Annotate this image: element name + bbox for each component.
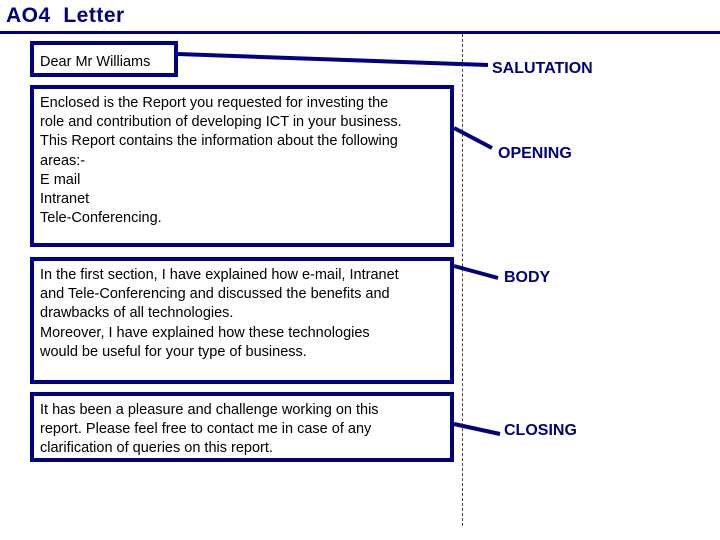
salutation-box: Dear Mr Williams <box>30 41 178 77</box>
title-underline <box>0 31 720 34</box>
connector-closing <box>453 422 501 436</box>
opening-label: OPENING <box>498 145 572 162</box>
connector-opening <box>453 126 493 150</box>
connector-salutation <box>177 52 489 67</box>
column-divider <box>462 34 463 526</box>
salutation-text: Dear Mr Williams <box>40 54 151 70</box>
connector-body <box>453 264 499 280</box>
body-box: In the first section, I have explained h… <box>30 257 454 384</box>
closing-text: It has been a pleasure and challenge wor… <box>40 402 379 457</box>
closing-label: CLOSING <box>504 422 577 439</box>
page-title: AO4 Letter <box>6 4 125 27</box>
salutation-label: SALUTATION <box>492 60 593 77</box>
closing-box: It has been a pleasure and challenge wor… <box>30 392 454 462</box>
body-label: BODY <box>504 269 551 286</box>
body-text: In the first section, I have explained h… <box>40 267 399 360</box>
opening-box: Enclosed is the Report you requested for… <box>30 85 454 247</box>
opening-text: Enclosed is the Report you requested for… <box>40 95 402 227</box>
